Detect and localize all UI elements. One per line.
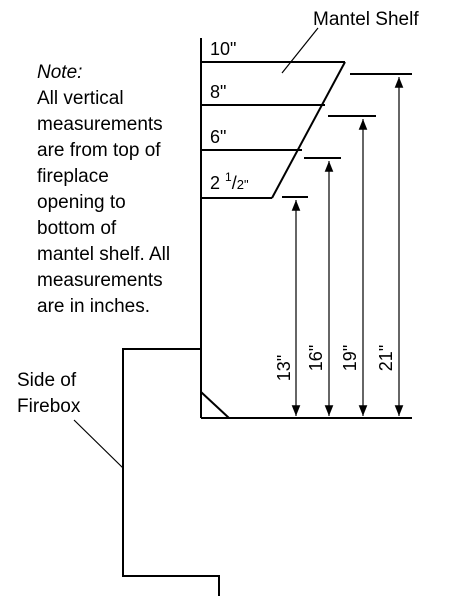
dim-label-19: 19" bbox=[340, 345, 360, 371]
note-line-2: measurements bbox=[37, 114, 163, 135]
depth-label-2-5: 2 1/2" bbox=[210, 170, 249, 193]
note-line-9: are in inches. bbox=[37, 296, 150, 317]
dim-label-21: 21" bbox=[376, 345, 396, 371]
opening-bevel-line bbox=[200, 391, 230, 419]
note-line-5: opening to bbox=[37, 192, 126, 213]
note-line-8: measurements bbox=[37, 270, 163, 291]
mantel-shelf-leader bbox=[281, 27, 319, 74]
firebox-label-line-1: Side of bbox=[17, 370, 77, 391]
note-line-7: mantel shelf. All bbox=[37, 244, 170, 265]
depth-label-2-5-den: 2" bbox=[237, 177, 249, 192]
note-heading: Note: bbox=[37, 62, 82, 83]
depth-label-2-5-whole: 2 bbox=[210, 173, 225, 193]
depth-label-2-5-num: 1 bbox=[225, 170, 232, 184]
depth-label-2-5-slash: / bbox=[232, 173, 237, 193]
depth-label-6: 6" bbox=[210, 127, 226, 147]
firebox-leader bbox=[73, 419, 124, 469]
shelf-slope-line bbox=[271, 61, 346, 199]
note-line-4: fireplace bbox=[37, 166, 109, 187]
firebox-label-line-2: Firebox bbox=[17, 396, 81, 417]
mantel-shelf-label: Mantel Shelf bbox=[313, 9, 419, 30]
dim-label-16: 16" bbox=[306, 345, 326, 371]
note-line-3: are from top of bbox=[37, 140, 161, 161]
note-line-6: bottom of bbox=[37, 218, 117, 239]
firebox-side-outline bbox=[122, 348, 220, 596]
note-line-1: All vertical bbox=[37, 88, 124, 109]
dim-label-13: 13" bbox=[274, 355, 294, 381]
depth-label-10: 10" bbox=[210, 39, 236, 59]
depth-label-8: 8" bbox=[210, 82, 226, 102]
